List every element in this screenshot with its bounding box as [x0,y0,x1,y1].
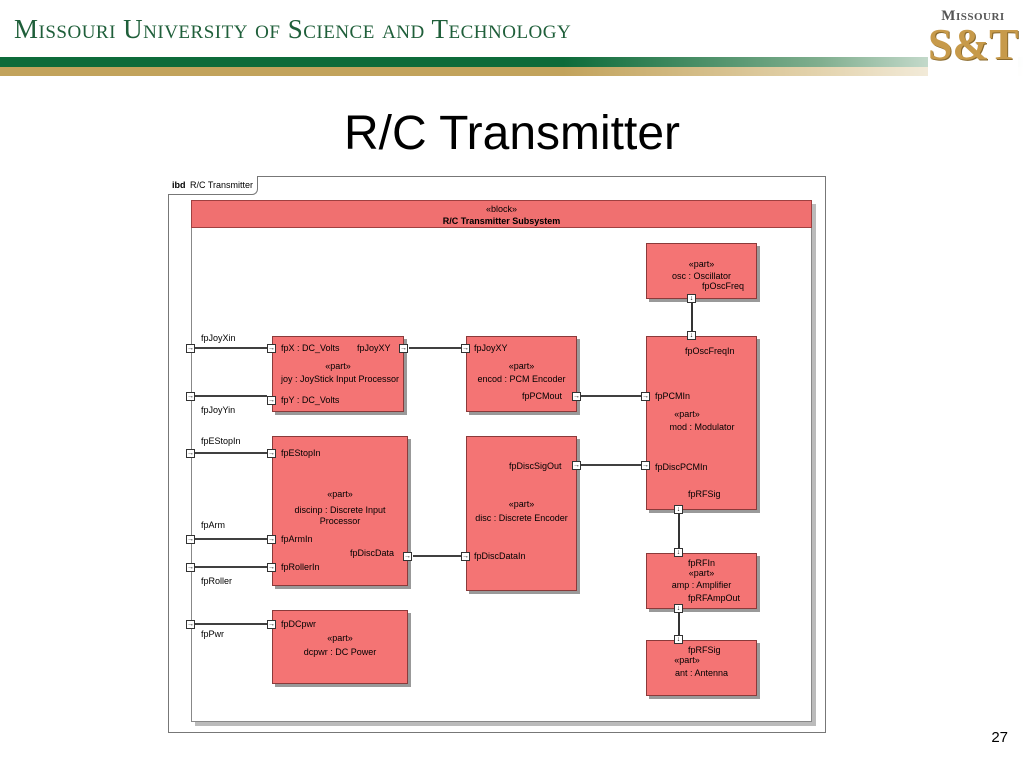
block-amp [646,553,757,609]
port-label-mod-fppcmin: fpPCMIn [655,391,691,401]
ext-port-label-pwr: fpPwr [201,629,225,639]
frame-kind: ibd [172,180,186,190]
port-label-disc-fpdiscdatain: fpDiscDataIn [474,551,526,561]
header-gold-bar [0,67,1024,76]
block-encod-name: encod : PCM Encoder [477,374,566,384]
block-amp-name: amp : Amplifier [671,580,732,590]
block-disc-stereotype: «part» [508,499,535,509]
port-label-joy-fpjoyxy: fpJoyXY [357,343,391,353]
ext-port-label-estopin: fpEStopIn [201,436,241,446]
block-discinp [272,436,408,586]
port-mod-fposcfreqin: ↓ [687,331,696,340]
block-encod-stereotype: «part» [508,361,535,371]
block-osc [646,243,757,299]
port-joy-fpx: → [267,344,276,353]
port-amp-fprfampout: ↓ [674,604,683,613]
ext-port-roller: → [186,563,195,572]
block-joy-stereotype: «part» [325,361,351,371]
port-label-dcpwr-fpdcpwr: fpDCpwr [281,619,317,629]
ext-port-joyxin: → [186,344,195,353]
header-green-bar [0,57,1024,67]
block-joy-name: joy : JoyStick Input Processor [280,374,400,384]
ext-port-joyyin: → [186,392,195,401]
port-discinp-fparmin: → [267,535,276,544]
block-disc [466,436,577,591]
port-label-ant-fprfsig: fpRFSig [688,645,721,655]
block-mod [646,336,757,510]
ext-port-estopin: → [186,449,195,458]
port-encod-fpjoyxy: → [461,344,470,353]
block-dcpwr-stereotype: «part» [327,633,353,643]
university-name: Missouri University of Science and Techn… [14,14,572,44]
port-label-discinp-fpdiscdata: fpDiscData [350,548,395,558]
port-label-discinp-fprollerin: fpRollerIn [281,562,320,572]
diagram-frame-tab: ibd R/C Transmitter [168,176,259,195]
block-mod-stereotype: «part» [674,409,700,419]
port-label-joy-fpx: fpX : DC_Volts [281,343,340,353]
port-discinp-fpdiscdata: → [403,552,412,561]
port-osc-fposcfreq: ↓ [687,294,696,303]
ext-port-pwr: → [186,620,195,629]
block-osc-stereotype: «part» [688,259,715,269]
logo-main-text: S&T [928,20,1019,69]
port-label-discinp-fparmin: fpArmIn [281,534,313,544]
port-label-mod-fprfsig: fpRFSig [688,489,721,499]
ext-port-arm: → [186,535,195,544]
port-label-disc-fpdiscsigout: fpDiscSigOut [509,461,562,471]
port-disc-fpdiscsigout: → [572,461,581,470]
port-label-mod-fposcfreqin: fpOscFreqIn [685,346,735,356]
port-discinp-fpestopin: → [267,449,276,458]
port-discinp-fprollerin: → [267,563,276,572]
page-number: 27 [991,729,1008,746]
block-disc-name: disc : Discrete Encoder [475,513,568,523]
block-osc-name: osc : Oscillator [671,271,731,281]
port-dcpwr-fpdcpwr: → [267,620,276,629]
block-ant-name: ant : Antenna [674,668,729,678]
port-label-discinp-fpestopin: fpEStopIn [281,448,321,458]
block-joy [272,336,404,412]
block-mod-name: mod : Modulator [669,422,735,432]
port-mod-fppcmin: → [641,392,650,401]
port-encod-fppcmout: → [572,392,581,401]
block-discinp-stereotype: «part» [327,489,353,499]
subsystem-name: R/C Transmitter Subsystem [442,216,561,226]
block-amp-stereotype: «part» [688,568,715,578]
ext-port-label-arm: fpArm [201,520,226,530]
port-label-osc-fposcfreq: fpOscFreq [702,281,745,291]
port-joy-fpjoyxy: → [399,344,408,353]
logo-top-text: Missouri [941,8,1005,24]
port-label-mod-fpdiscpcmin: fpDiscPCMIn [655,462,708,472]
port-ant-fprfsig: ↓ [674,635,683,644]
ext-port-label-roller: fpRoller [201,576,233,586]
port-mod-fprfsig: ↓ [674,505,683,514]
block-ant-stereotype: «part» [674,655,700,665]
block-dcpwr [272,610,408,684]
block-ant [646,640,757,696]
subsystem-header: «block» R/C Transmitter Subsystem [191,200,812,228]
ext-port-label-joyyin: fpJoyYin [201,405,236,415]
block-encod [466,336,577,412]
port-label-amp-fprfampout: fpRFAmpOut [688,593,741,603]
port-disc-fpdiscdatain: → [461,552,470,561]
block-dcpwr-name: dcpwr : DC Power [303,647,377,657]
slide-title: R/C Transmitter [343,107,681,160]
port-label-encod-fppcmout: fpPCMout [522,391,563,401]
port-mod-fpdiscpcmin: → [641,461,650,470]
port-amp-fprfin: ↓ [674,548,683,557]
university-logo: Missouri S&T [928,8,1018,80]
port-joy-fpy: → [267,396,276,405]
port-label-amp-fprfin: fpRFIn [688,558,716,568]
port-label-encod-fpjoyxy: fpJoyXY [474,343,508,353]
port-label-joy-fpy: fpY : DC_Volts [281,395,340,405]
frame-name: R/C Transmitter [190,180,254,190]
block-discinp-name: discinp : Discrete Input Processor [294,505,386,526]
ext-port-label-joyxin: fpJoyXin [201,333,236,343]
subsystem-stereotype: «block» [485,204,518,214]
